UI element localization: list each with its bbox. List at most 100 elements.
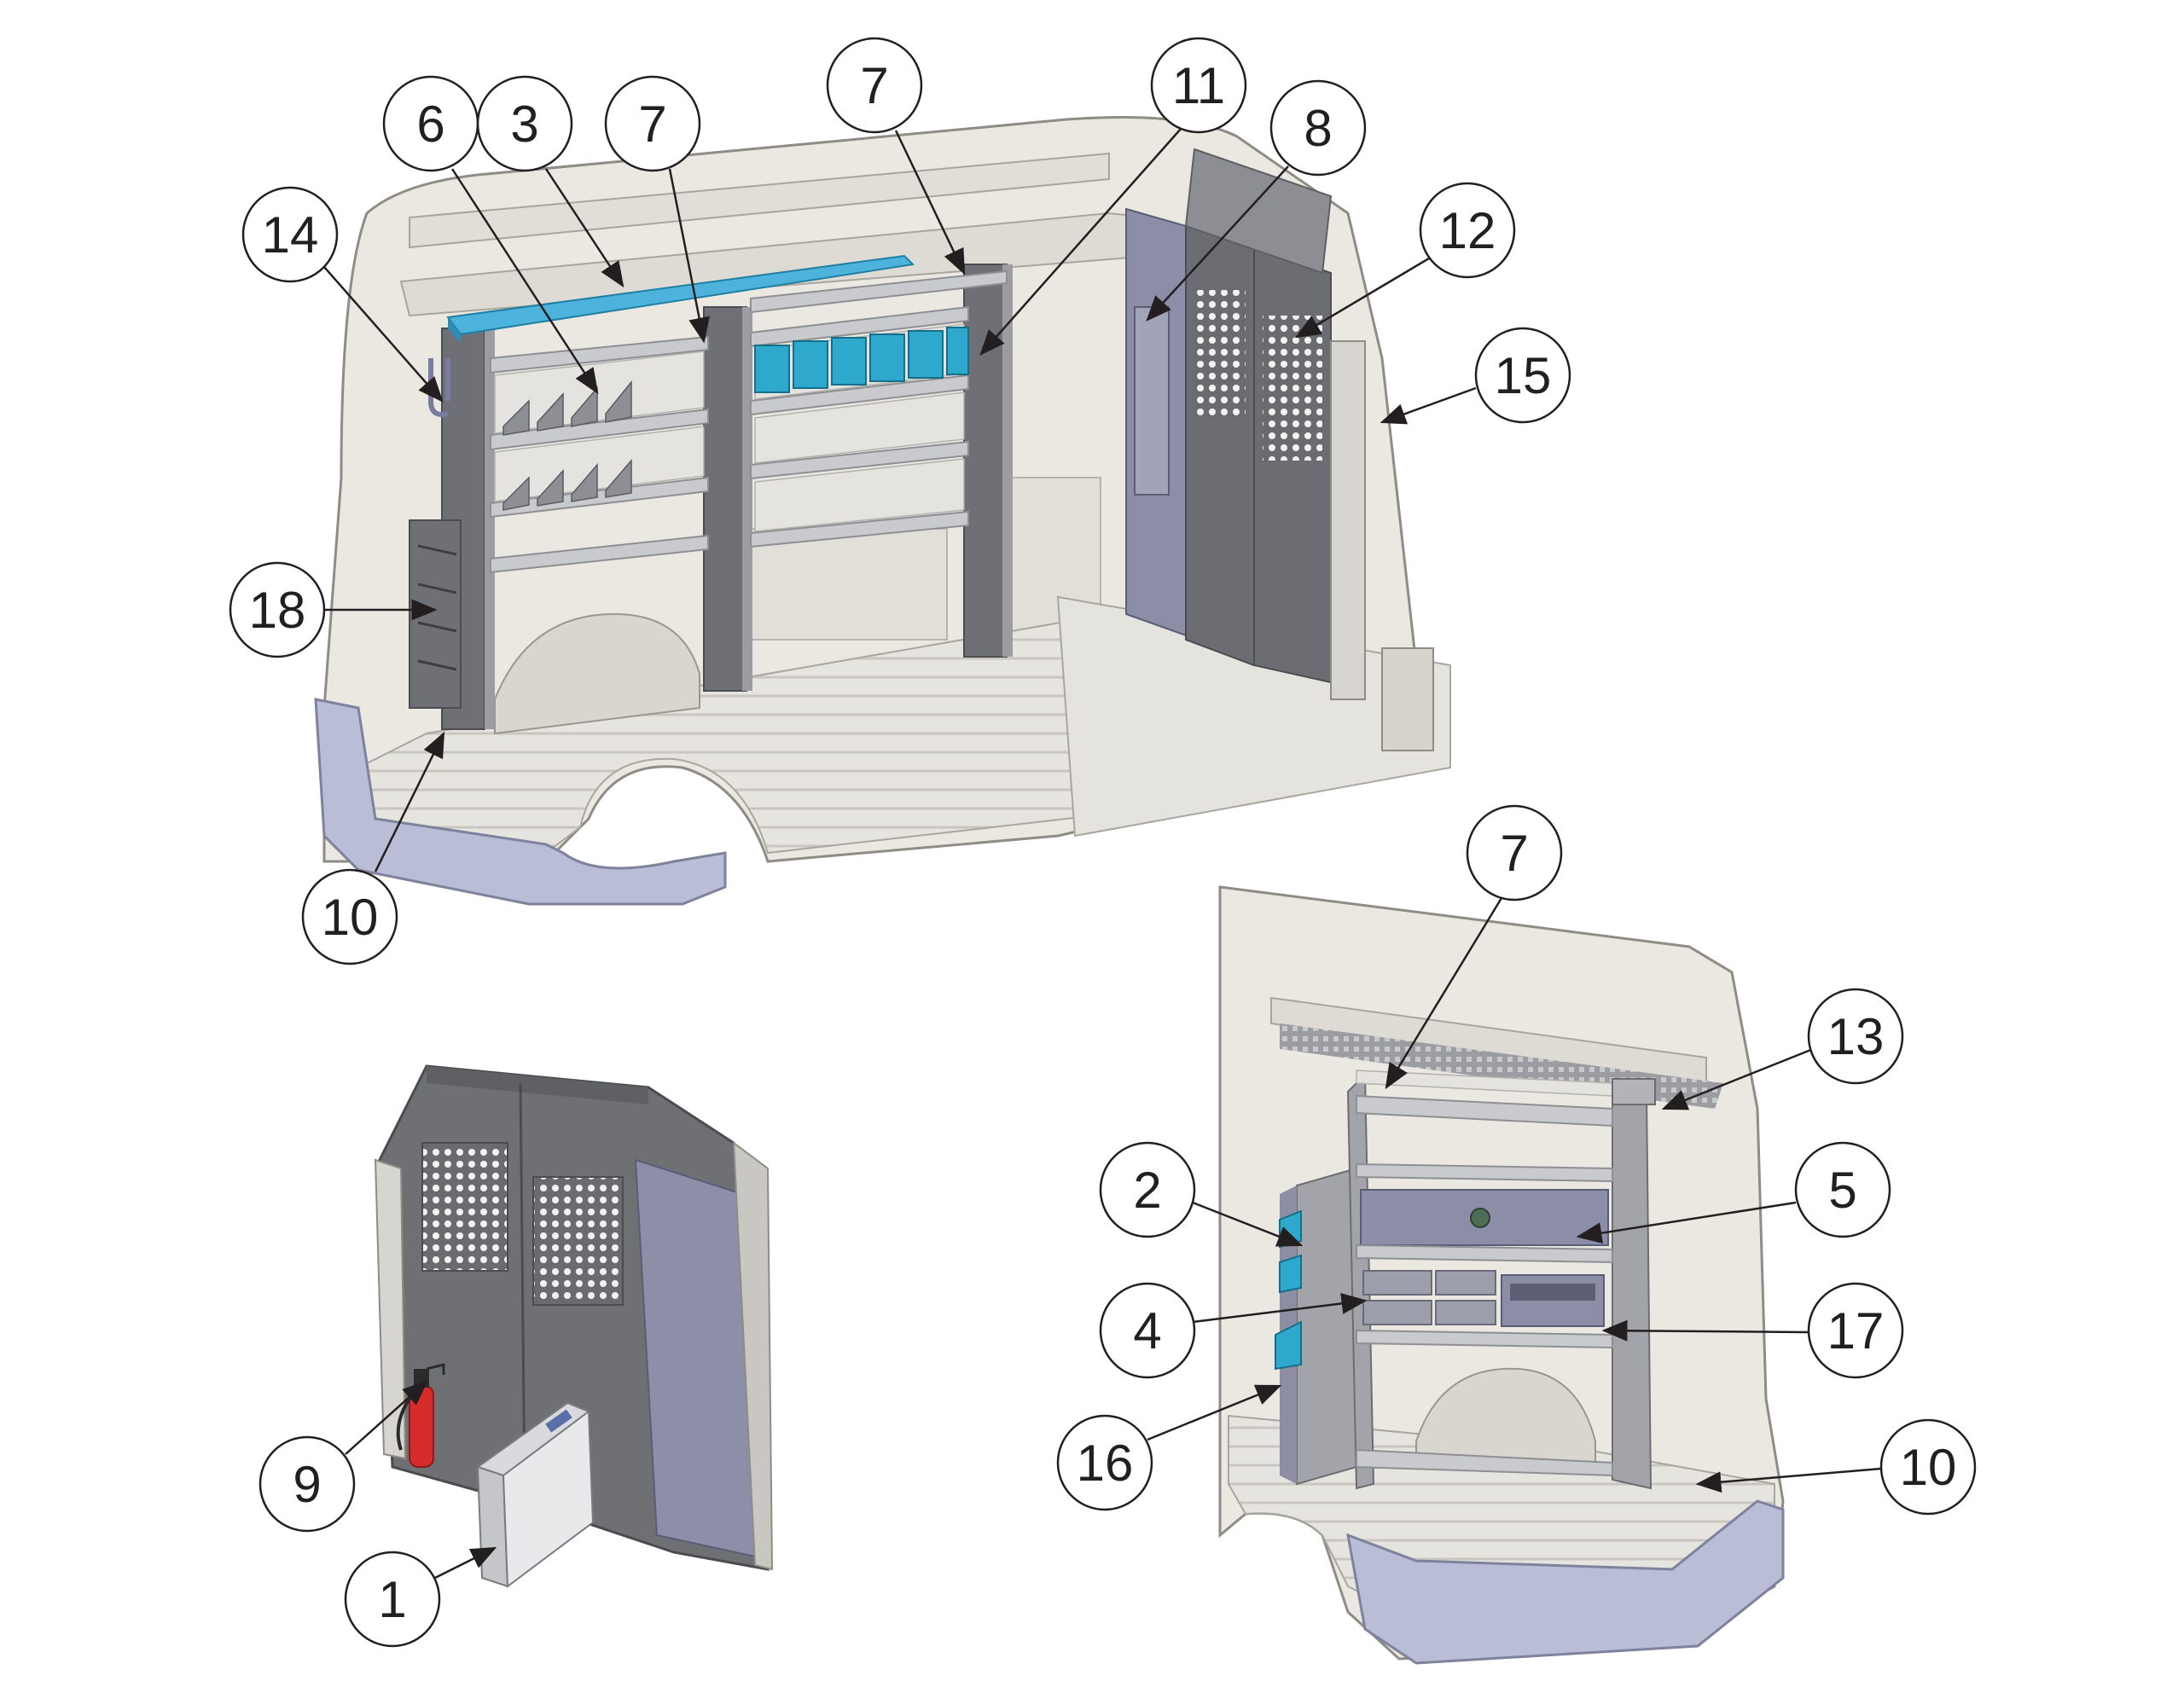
callout-label: 10: [322, 889, 379, 946]
callout-label: 18: [249, 582, 306, 639]
leader-line: [1695, 1467, 1882, 1493]
callout-c9: 9: [258, 1380, 428, 1533]
callout-c5: 5: [1576, 1141, 1891, 1244]
leader-line: [668, 168, 710, 344]
callout-circle: [604, 75, 701, 172]
callout-circle: [241, 186, 339, 283]
rear-bumper: [1346, 1499, 1785, 1665]
fire-extinguisher: [396, 1363, 445, 1468]
callout-label: 3: [510, 96, 538, 153]
leader-line: [894, 130, 966, 275]
callout-circle: [476, 75, 573, 172]
callout-c7a: 7: [604, 75, 710, 344]
callout-c14: 14: [241, 186, 444, 403]
callout-c15: 15: [1380, 327, 1571, 425]
callout-label: 1: [378, 1571, 406, 1628]
leader-line: [345, 1380, 428, 1455]
callout-label: 4: [1133, 1302, 1161, 1359]
leader-line: [1192, 1201, 1304, 1247]
callout-label: 13: [1827, 1008, 1885, 1065]
callout-label: 12: [1439, 202, 1496, 259]
callout-circle: [1466, 804, 1563, 901]
callout-c2: 2: [1099, 1141, 1304, 1247]
leader-line: [1192, 1292, 1368, 1324]
leader-line: [1576, 1201, 1797, 1244]
callout-label: 9: [293, 1456, 321, 1513]
leader-line: [1661, 1047, 1814, 1110]
callout-c13: 13: [1661, 988, 1904, 1110]
callout-circle: [344, 1551, 441, 1648]
callout-label: 16: [1077, 1435, 1134, 1492]
shelf-end-panel-right: [963, 264, 1008, 658]
leader-line: [979, 127, 1182, 356]
callout-label: 7: [638, 96, 666, 153]
callout-label: 7: [1500, 825, 1528, 882]
callout-c10b: 10: [1695, 1418, 1977, 1516]
callout-circle: [1807, 988, 1904, 1085]
callout-circle: [1879, 1418, 1977, 1516]
callout-circle: [258, 1435, 356, 1533]
callout-circle: [229, 561, 326, 658]
shelf-end-panel-left: [1296, 1167, 1357, 1486]
callout-label: 10: [1900, 1439, 1957, 1496]
callout-c3: 3: [476, 75, 624, 288]
shelf-divider-panel: [703, 306, 747, 692]
partition-bulkhead: [374, 1064, 774, 1588]
callout-label: 2: [1133, 1162, 1161, 1219]
callout-circle: [1150, 37, 1247, 134]
callout-circle: [1056, 1414, 1153, 1511]
callout-label: 14: [262, 206, 319, 264]
rear-bumper: [314, 698, 727, 906]
callout-c8: 8: [1146, 79, 1367, 322]
leader-line: [1601, 1319, 1809, 1342]
leader-line: [374, 731, 445, 872]
callout-circle: [1099, 1141, 1196, 1238]
callout-c6: 6: [382, 75, 599, 395]
callout-label: 11: [1172, 57, 1225, 114]
callout-c12: 12: [1294, 182, 1516, 339]
parts-bins: [754, 327, 969, 393]
van-cargo-interior-driver-side: [314, 116, 1451, 906]
callout-c7b: 7: [826, 37, 966, 275]
callout-c4: 4: [1099, 1282, 1368, 1379]
leader-line: [1380, 386, 1477, 425]
callout-circle: [1807, 1282, 1904, 1379]
leader-line: [434, 1546, 497, 1580]
callout-c7c: 7: [1385, 804, 1563, 1090]
perforated-window-right: [532, 1176, 624, 1306]
perforated-window-left: [421, 1142, 508, 1272]
drawer-unit: [1362, 1270, 1496, 1325]
callout-label: 6: [416, 96, 444, 153]
callout-circle: [301, 868, 398, 965]
callouts: 14 6 3 7 7 11 8 12 15 18 10 7 13 2 5 4 17 16 10 9 1: [229, 37, 1977, 1648]
leader-line: [450, 168, 599, 395]
leader-line: [1147, 1384, 1282, 1441]
callout-circle: [826, 37, 923, 134]
callout-label: 7: [860, 57, 888, 114]
leader-line: [544, 168, 624, 288]
leader-line: [1146, 165, 1289, 322]
leader-line: [1294, 254, 1434, 339]
callout-label: 5: [1828, 1162, 1856, 1219]
shelf-end-panel-right: [1612, 1081, 1653, 1490]
callout-circle: [1419, 182, 1516, 279]
callout-c17: 17: [1601, 1282, 1904, 1379]
callout-c18: 18: [229, 561, 438, 658]
leader-line: [323, 266, 444, 403]
callout-circle: [1474, 327, 1571, 424]
callout-c10a: 10: [301, 731, 445, 965]
van-cargo-interior-passenger-side: [1218, 885, 1785, 1665]
callout-c1: 1: [344, 1546, 497, 1648]
callout-label: 8: [1304, 100, 1332, 157]
callout-label: 15: [1495, 347, 1552, 404]
leader-line: [1385, 897, 1503, 1090]
callout-c16: 16: [1056, 1384, 1282, 1511]
callout-circle: [1269, 79, 1367, 177]
callout-label: 17: [1827, 1302, 1885, 1359]
callout-circle: [1794, 1141, 1891, 1238]
wheel-well: [494, 612, 700, 735]
shelf-dividers: [502, 380, 632, 511]
callout-c11: 11: [979, 37, 1247, 356]
callout-circle: [1099, 1282, 1196, 1379]
